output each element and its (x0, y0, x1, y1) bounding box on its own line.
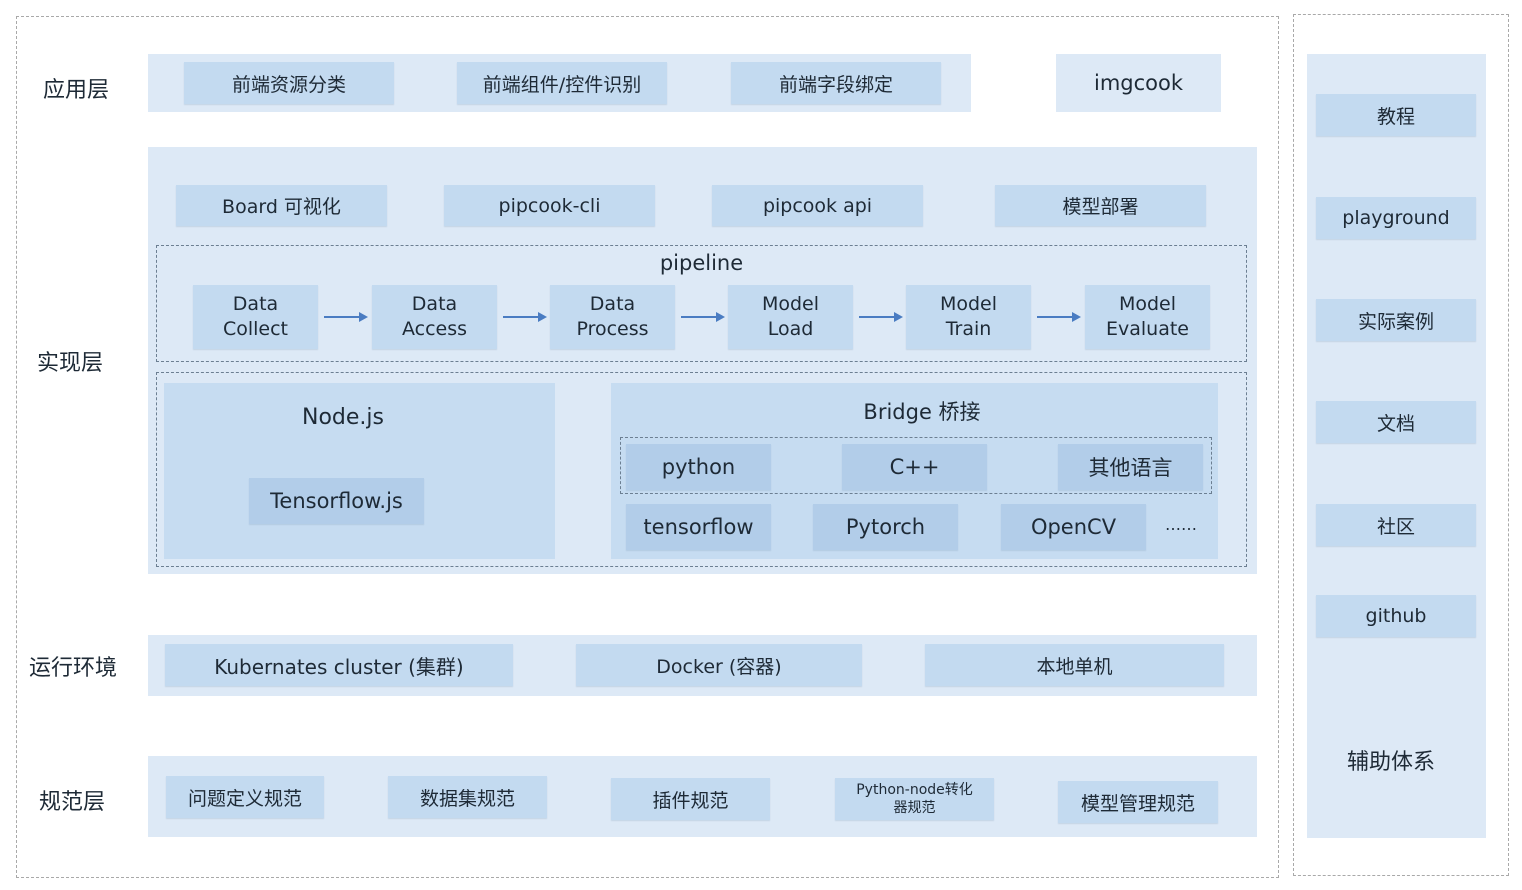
aux-case-studies: 实际案例 (1316, 299, 1476, 341)
tool-model-deploy: 模型部署 (995, 185, 1206, 226)
layer-label-runtime: 运行环境 (28, 656, 117, 681)
runtime-docker: Docker (容器) (576, 644, 862, 686)
aux-tutorial: 教程 (1316, 94, 1476, 136)
layer-label-spec: 规范层 (38, 790, 105, 815)
spec-model-management: 模型管理规范 (1058, 781, 1218, 823)
tensorflow-js-box: Tensorflow.js (249, 478, 424, 524)
spec-problem-definition: 问题定义规范 (166, 776, 324, 818)
pipeline-group (156, 245, 1247, 362)
aux-title: 辅助体系 (1346, 750, 1435, 775)
lib-pytorch: Pytorch (813, 504, 958, 550)
aux-community: 社区 (1316, 504, 1476, 546)
runtime-local: 本地单机 (925, 644, 1224, 686)
tool-board-visualization: Board 可视化 (176, 185, 387, 226)
spec-python-node-converter: Python-node转化 器规范 (835, 778, 994, 820)
nodejs-title: Node.js (302, 404, 384, 430)
app-item-field-binding: 前端字段绑定 (731, 62, 941, 104)
arrow-icon (681, 312, 725, 322)
lib-opencv: OpenCV (1001, 504, 1146, 550)
pipeline-step-model-evaluate: Model Evaluate (1085, 285, 1210, 349)
bridge-languages-group (620, 437, 1212, 494)
aux-playground: playground (1316, 197, 1476, 239)
pipeline-step-model-load: Model Load (728, 285, 853, 349)
arrow-icon (324, 312, 368, 322)
pipeline-step-data-process: Data Process (550, 285, 675, 349)
lang-cpp: C++ (842, 444, 987, 490)
nodejs-block (164, 383, 555, 559)
arrow-icon (503, 312, 547, 322)
spec-dataset: 数据集规范 (388, 776, 547, 818)
aux-github: github (1316, 595, 1476, 637)
aux-docs: 文档 (1316, 401, 1476, 443)
app-item-resource-classify: 前端资源分类 (184, 62, 394, 104)
pipeline-step-data-access: Data Access (372, 285, 497, 349)
imgcook-box: imgcook (1056, 54, 1221, 112)
bridge-title: Bridge 桥接 (863, 400, 981, 424)
runtime-kubernetes: Kubernates cluster (集群) (165, 644, 513, 686)
pipeline-step-model-train: Model Train (906, 285, 1031, 349)
layer-label-app: 应用层 (42, 78, 109, 103)
more-ellipsis: …… (1165, 514, 1197, 534)
aux-band (1307, 54, 1486, 838)
layer-label-impl: 实现层 (36, 351, 103, 376)
arrow-icon (1037, 312, 1081, 322)
tool-pipcook-api: pipcook api (712, 185, 923, 226)
lang-other: 其他语言 (1058, 444, 1203, 490)
lib-tensorflow: tensorflow (626, 504, 771, 550)
runtime-bridge-group (156, 372, 1247, 567)
aux-frame (1293, 14, 1509, 876)
pipeline-title: pipeline (659, 251, 744, 275)
app-item-component-recognition: 前端组件/控件识别 (457, 62, 667, 104)
lang-python: python (626, 444, 771, 490)
tool-pipcook-cli: pipcook-cli (444, 185, 655, 226)
spec-plugin: 插件规范 (611, 778, 770, 820)
main-frame (16, 16, 1279, 878)
arrow-icon (859, 312, 903, 322)
pipeline-step-data-collect: Data Collect (193, 285, 318, 349)
